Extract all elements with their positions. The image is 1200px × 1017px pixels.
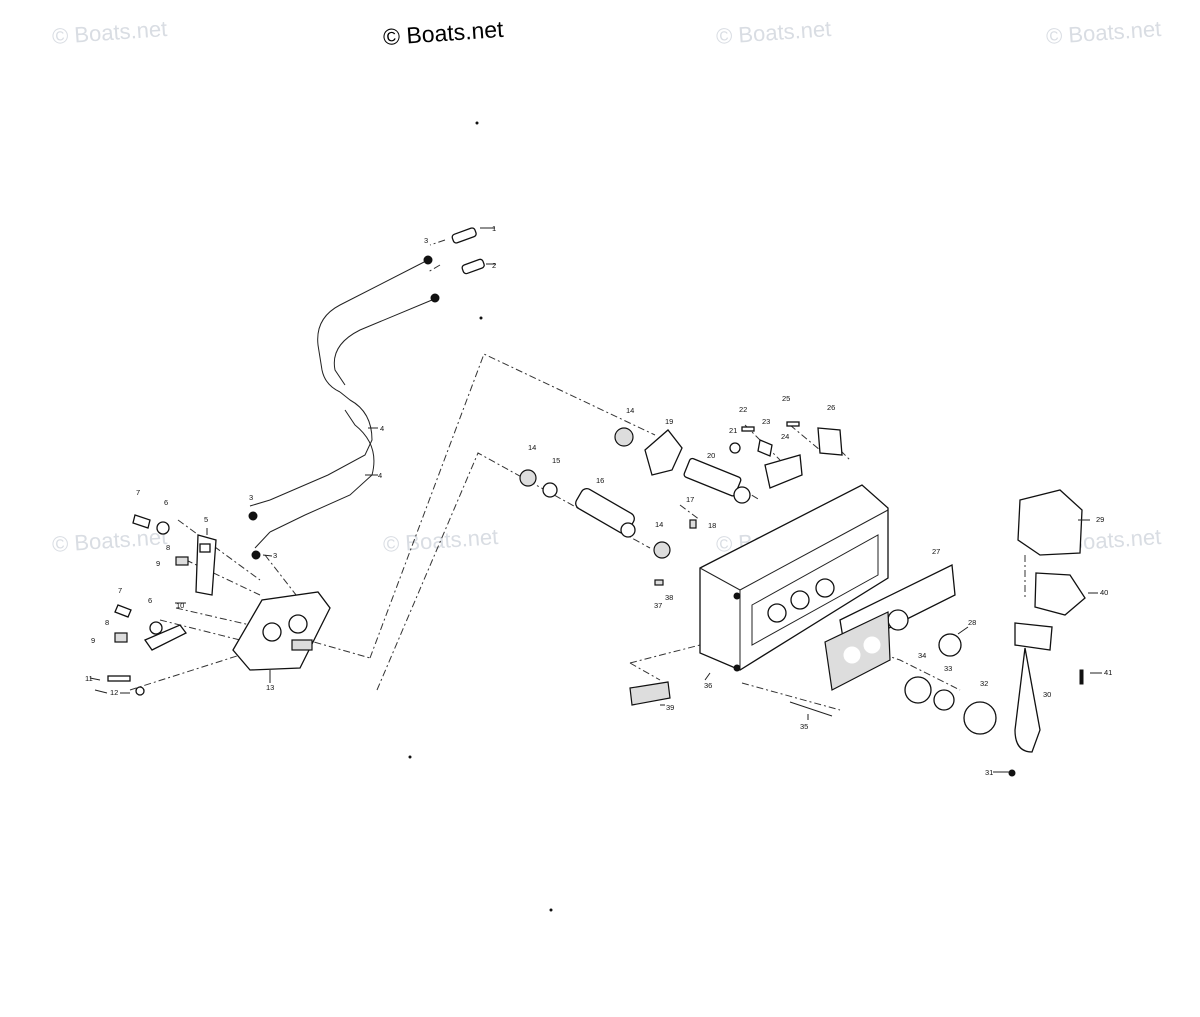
part-label: 40	[1100, 588, 1108, 597]
part-label: 28	[968, 618, 976, 627]
bracket-assembly-left	[107, 514, 217, 696]
part-label: 39	[666, 703, 674, 712]
part-label: 17	[686, 495, 694, 504]
part-label: 24	[781, 432, 789, 441]
part-label: 20	[707, 451, 715, 460]
routing-line	[175, 607, 251, 626]
routing-line	[429, 239, 446, 246]
upper-hardware	[729, 421, 843, 489]
clip	[629, 681, 671, 706]
routing-line	[744, 424, 781, 461]
part-label: 14	[528, 443, 536, 452]
part-label: 13	[266, 683, 274, 692]
part-label: 11	[85, 674, 93, 683]
part-label: 26	[827, 403, 835, 412]
control-cable-upper	[249, 259, 429, 507]
part-label: 33	[944, 664, 952, 673]
part-label: 10	[176, 601, 184, 610]
part-label: 19	[665, 417, 673, 426]
routing-line	[177, 519, 261, 581]
nut-icon	[430, 293, 440, 303]
part-label: 9	[91, 636, 95, 645]
part-label: 5	[204, 515, 208, 524]
part-label: 3	[249, 493, 253, 502]
part-label: 12	[110, 688, 118, 697]
screw-icon	[789, 701, 833, 717]
routing-line	[299, 637, 371, 659]
part-label: 3	[424, 236, 428, 245]
nut-icon	[423, 255, 433, 265]
part-label: 9	[156, 559, 160, 568]
part-label: 25	[782, 394, 790, 403]
part-label: 7	[118, 586, 122, 595]
lever-assembly	[1014, 489, 1086, 753]
speck	[479, 316, 483, 320]
speck	[408, 755, 412, 759]
part-label: 15	[552, 456, 560, 465]
part-label: 34	[918, 651, 926, 660]
part-label: 14	[626, 406, 634, 415]
shaft-assembly	[519, 427, 751, 586]
part-label: 8	[105, 618, 109, 627]
routing-line	[741, 682, 841, 711]
mounting-plate	[232, 591, 331, 671]
routing-line	[679, 504, 701, 521]
part-label: 6	[148, 596, 152, 605]
knob-set	[904, 676, 997, 735]
nut-icon	[248, 511, 258, 521]
part-label: 6	[164, 498, 168, 507]
control-cable-lower	[254, 299, 433, 549]
part-label: 23	[762, 417, 770, 426]
part-label: 8	[166, 543, 170, 552]
nut-icon	[1008, 769, 1016, 777]
face-plate	[824, 564, 962, 691]
speck	[549, 908, 553, 912]
part-label: 4	[378, 471, 382, 480]
part-label: 37	[654, 601, 662, 610]
nut-icon	[251, 550, 261, 560]
routing-line	[369, 353, 656, 659]
part-label: 31	[985, 768, 993, 777]
control-box	[699, 484, 889, 672]
routing-line	[789, 424, 821, 451]
part-label: 32	[980, 679, 988, 688]
routing-line	[427, 264, 441, 273]
part-label: 21	[729, 426, 737, 435]
routing-line	[629, 662, 661, 681]
part-label: 35	[800, 722, 808, 731]
part-label: 4	[380, 424, 384, 433]
part-label: 27	[932, 547, 940, 556]
part-label: 3	[273, 551, 277, 560]
routing-line	[264, 554, 301, 601]
part-label: 18	[708, 521, 716, 530]
routing-line	[376, 452, 651, 691]
part-label: 30	[1043, 690, 1051, 699]
routing-line	[185, 559, 261, 596]
part-label: 1	[492, 224, 496, 233]
routing-line	[629, 644, 701, 664]
part-label: 7	[136, 488, 140, 497]
cable-end-pin	[451, 227, 485, 275]
part-label: 36	[704, 681, 712, 690]
routing-line	[159, 619, 241, 641]
part-label: 22	[739, 405, 747, 414]
part-label: 41	[1104, 668, 1112, 677]
speck	[475, 121, 479, 125]
routing-line	[129, 654, 241, 691]
part-label: 16	[596, 476, 604, 485]
part-label: 2	[492, 261, 496, 270]
part-label: 38	[665, 593, 673, 602]
part-label: 29	[1096, 515, 1104, 524]
part-label: 14	[655, 520, 663, 529]
